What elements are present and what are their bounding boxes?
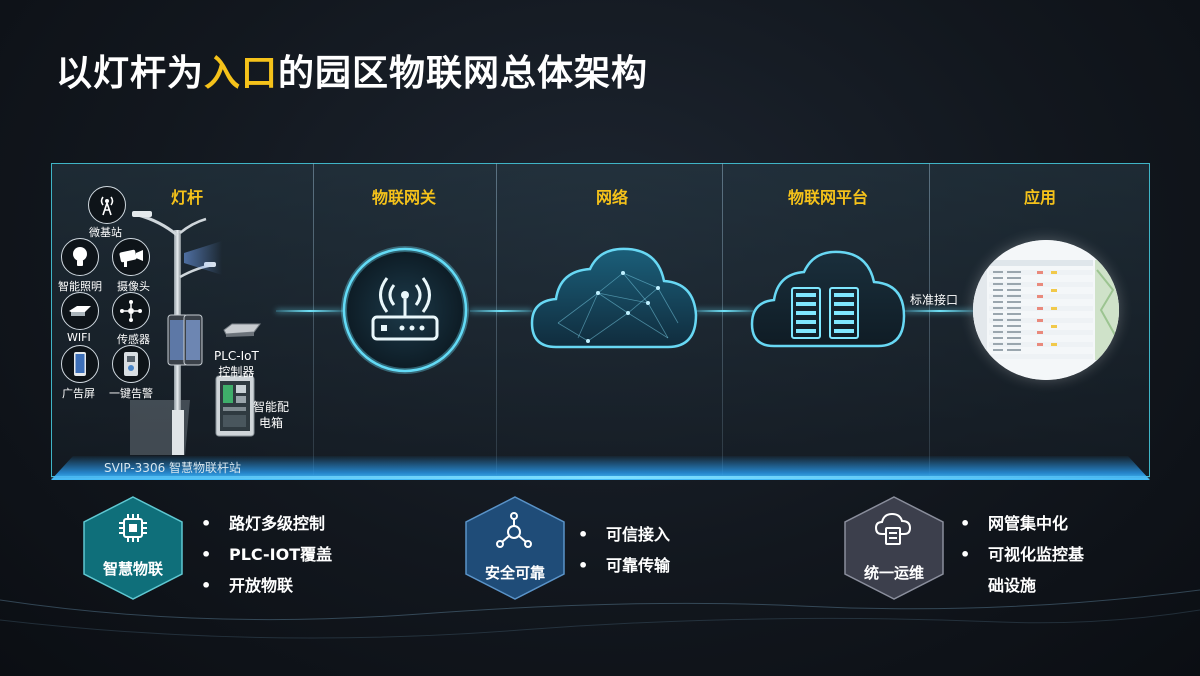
- device-label-one-key-alarm: 一键告警: [109, 387, 153, 400]
- device-label-ad-screen: 广告屏: [62, 387, 95, 400]
- feature-bullet: 路灯多级控制: [201, 508, 332, 539]
- column-divider: [496, 163, 497, 475]
- iot-gateway-icon: [341, 246, 469, 374]
- device-label-camera: 摄像头: [117, 280, 150, 293]
- page-title: 以灯杆为入口的园区物联网总体架构: [56, 53, 649, 94]
- distribution-box-illustration: [215, 375, 255, 437]
- feature-label-unified-ops: 统一运维: [863, 564, 924, 582]
- screen-icon: [61, 345, 99, 383]
- column-label-iot-platform: 物联网平台: [787, 188, 868, 207]
- column-divider: [929, 163, 930, 475]
- distribution-box-label: 智能配 电箱: [253, 400, 290, 430]
- column-label-lamp-pole: 灯杆: [170, 188, 203, 207]
- connector-line: [470, 310, 532, 312]
- router-icon: [61, 292, 99, 330]
- connector-line: [276, 310, 344, 312]
- device-label-sensor: 传感器: [117, 333, 150, 346]
- device-label-micro-base-station: 微基站: [89, 226, 122, 239]
- plc-controller-label: PLC-IoT 控制器: [214, 349, 259, 379]
- feature-hexagon-smart-iot: [83, 496, 183, 600]
- standard-interface-label: 标准接口: [910, 293, 959, 307]
- station-label: SVIP-3306 智慧物联杆站: [104, 461, 242, 475]
- column-label-iot-gateway: 物联网关: [371, 188, 436, 207]
- feature-label-security: 安全可靠: [484, 564, 545, 582]
- feature-bullet: 可视化监控基: [960, 539, 1084, 570]
- plc-controller-illustration: [223, 323, 261, 337]
- connector-line: [695, 310, 753, 312]
- cloud-server-icon: [874, 512, 912, 545]
- iot-platform-cloud-icon: [750, 250, 906, 348]
- feature-bullets-smart-iot: 路灯多级控制 PLC-IOT覆盖 开放物联: [201, 508, 332, 601]
- feature-bullet: 可信接入: [578, 519, 670, 550]
- feature-hexagon-unified-ops: [844, 496, 944, 600]
- feature-bullets-unified-ops: 网管集中化 可视化监控基 础设施: [960, 508, 1084, 601]
- network-cloud-icon: [530, 247, 698, 349]
- network-node-icon: [496, 512, 532, 548]
- column-label-application: 应用: [1023, 188, 1056, 207]
- background-wave: [0, 589, 1200, 639]
- feature-bullet: PLC-IOT覆盖: [201, 539, 332, 570]
- column-divider: [722, 163, 723, 475]
- floor-highlight: [51, 476, 1150, 479]
- feature-bullet: 网管集中化: [960, 508, 1084, 539]
- smart-lamp-pole-illustration: [130, 211, 222, 455]
- column-label-network: 网络: [595, 188, 628, 207]
- connector-line: [905, 310, 975, 312]
- bulb-icon: [61, 238, 99, 276]
- sensor-icon: [112, 292, 150, 330]
- title-highlight: 入口: [204, 53, 279, 94]
- device-label-smart-lighting: 智能照明: [58, 280, 102, 293]
- column-divider: [313, 163, 314, 475]
- device-label-wifi: WIFI: [67, 331, 91, 344]
- application-dashboard-preview: [973, 240, 1119, 380]
- feature-hexagon-security: [465, 496, 565, 600]
- feature-bullet: 础设施: [988, 576, 1037, 595]
- feature-label-smart-iot: 智慧物联: [102, 560, 163, 578]
- camera-icon: [112, 238, 150, 276]
- feature-bullets-security: 可信接入 可靠传输: [578, 519, 670, 581]
- feature-bullet: 可靠传输: [578, 550, 670, 581]
- dashboard-table-illustration: [973, 240, 1119, 380]
- feature-bullet: 开放物联: [201, 570, 332, 601]
- alarm-icon: [112, 345, 150, 383]
- antenna-icon: [88, 186, 126, 224]
- chip-icon: [119, 514, 147, 542]
